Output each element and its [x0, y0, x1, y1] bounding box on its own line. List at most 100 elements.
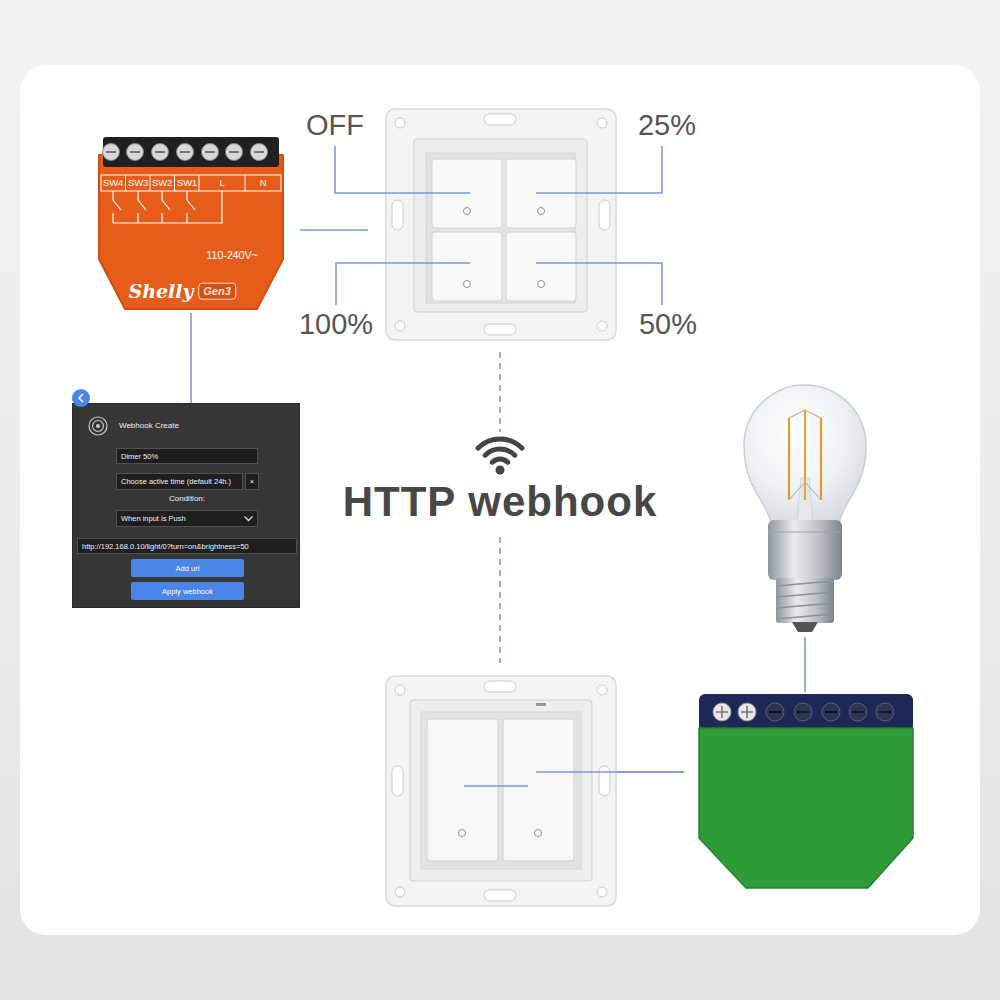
leader-line: [336, 263, 470, 305]
voltage-rating: 110-240V~: [206, 249, 258, 262]
two-button-switch: [386, 676, 616, 906]
chevron-path: [245, 517, 253, 521]
sensor-mark: [536, 703, 546, 706]
back-button: [72, 389, 90, 407]
webhook-screenshot: Webhook CreateCondition: Dimer 50% Choose …: [72, 403, 300, 608]
wifi-arc: [492, 459, 508, 462]
mount-hole: [395, 887, 405, 897]
screw-slots: [106, 151, 264, 153]
thread-line: [776, 603, 834, 608]
thread-lines: [776, 581, 834, 619]
mount-slot: [484, 114, 516, 125]
mount-slot: [599, 200, 610, 230]
wifi-icon: [478, 439, 522, 474]
button-led: [535, 830, 542, 837]
button-led: [464, 208, 471, 215]
button-led: [459, 830, 466, 837]
brand-logo: Shelly: [128, 281, 193, 303]
device-link-line: [300, 229, 368, 231]
mount-slot: [392, 200, 403, 230]
bulb-link-line: [804, 637, 806, 692]
terminal-label: L: [219, 178, 224, 189]
thread-line: [776, 581, 834, 586]
leader-line: [536, 263, 662, 305]
dashed-link: [499, 352, 501, 432]
filament: [804, 410, 806, 500]
text-field: Choose active time (default 24h.): [116, 473, 243, 490]
screw-cross: [716, 706, 728, 718]
callout-label: 25%: [638, 109, 696, 142]
terminal-label: SW2: [152, 178, 172, 189]
dropdown: When input is Push: [116, 510, 258, 527]
switch-button: [506, 232, 576, 301]
section-title: HTTP webhook: [343, 478, 658, 526]
dimmer-link-line: [536, 771, 684, 773]
terminal-strip: [103, 137, 279, 167]
shelly-i4-device: SW4SW3SW2SW1LN110-240V~ShellyGen3: [95, 133, 287, 313]
switch-button: [427, 719, 498, 861]
terminal-label: SW3: [128, 178, 148, 189]
terminal-label: SW1: [177, 178, 197, 189]
clear-button: ×: [245, 473, 259, 490]
generation-badge: Gen3: [198, 283, 236, 300]
switch-button: [432, 232, 502, 301]
screw-cross: [741, 706, 753, 718]
action-button: Apply webhook: [131, 582, 244, 600]
mount-hole: [395, 118, 405, 128]
switch-frame: [410, 700, 592, 881]
app-icon: [89, 417, 107, 435]
filament-support: [789, 482, 821, 500]
mount-hole: [597, 685, 607, 695]
card-panel: [20, 65, 980, 935]
switch-button: [503, 719, 574, 861]
mount-slot: [484, 681, 516, 692]
button-led: [538, 281, 545, 288]
mount-slot: [484, 890, 516, 901]
mount-slot: [392, 766, 403, 796]
dimmer-module: [699, 694, 913, 888]
connector: [190, 313, 192, 403]
switch-schematic: [113, 191, 222, 223]
filament: [788, 418, 790, 500]
mount-hole: [395, 685, 405, 695]
label-frame: [101, 175, 281, 191]
field-text: When input is Push: [121, 514, 186, 523]
four-button-switch: [386, 109, 616, 340]
dropdown-chevron: [244, 516, 253, 522]
bulb-base: [768, 520, 842, 580]
button-led: [538, 208, 545, 215]
terminal-screw: [738, 703, 756, 721]
leader-line: [536, 146, 662, 193]
action-button: Add url: [131, 559, 244, 577]
switch-plate: [386, 109, 616, 340]
app-icon: [93, 421, 104, 432]
leader-line: [335, 146, 470, 193]
field-text: Apply webhook: [162, 587, 213, 596]
thread-line: [776, 614, 834, 619]
callout-label: OFF: [306, 109, 364, 142]
callout-label: 50%: [639, 308, 697, 341]
bulb-glass: [744, 385, 866, 523]
field-caption: Condition:: [169, 494, 205, 503]
dimmer-body: [699, 728, 913, 888]
thread-line: [776, 592, 834, 597]
wifi-arc: [478, 439, 522, 448]
terminal-screws: [103, 144, 268, 161]
panel-title: Webhook Create: [119, 421, 179, 430]
field-text: Add url: [176, 564, 200, 573]
wifi-arc: [485, 449, 515, 455]
screenshot-icons: [73, 404, 301, 609]
switch-recess: [426, 153, 575, 303]
switch-recess: [421, 712, 581, 869]
back-chevron: [79, 394, 83, 402]
wifi-dot: [496, 466, 505, 475]
callout-label: 100%: [299, 308, 373, 341]
dashed-link: [499, 537, 501, 663]
switch-frame: [414, 139, 587, 312]
mount-hole: [597, 118, 607, 128]
screw-slots: [769, 711, 891, 713]
field-text: Dimer 50%: [121, 452, 158, 461]
filament: [820, 418, 822, 500]
label-dividers: [126, 175, 246, 191]
terminal-strip: [699, 694, 913, 732]
